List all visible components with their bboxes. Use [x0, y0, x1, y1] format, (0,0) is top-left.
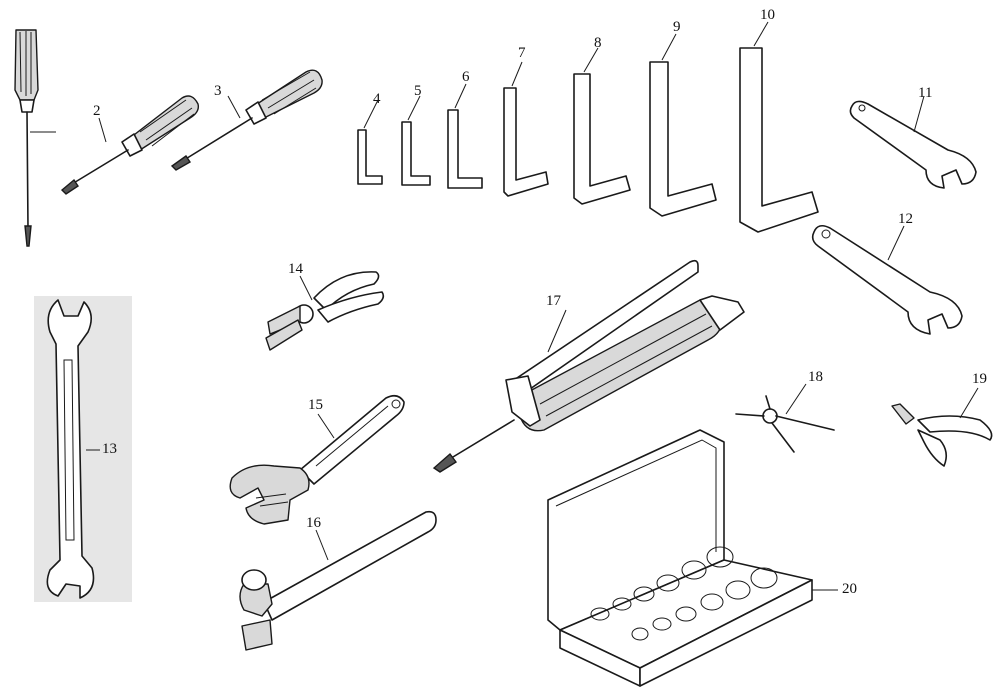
callout-8: 8 [594, 35, 602, 51]
callout-13: 13 [102, 441, 117, 457]
hex-key-8 [573, 47, 631, 205]
hex-key-10 [739, 21, 819, 233]
ball-peen-hammer-16 [239, 510, 437, 651]
callout-2: 2 [93, 103, 101, 119]
grease-gun-17 [432, 259, 745, 473]
callout-11: 11 [918, 85, 933, 101]
tool-case-20 [547, 429, 838, 687]
callout-18: 18 [808, 369, 823, 385]
hex-key-4 [357, 99, 383, 185]
open-end-wrench-12 [811, 224, 963, 335]
phillips-screwdriver [14, 29, 56, 247]
callout-3: 3 [214, 83, 222, 99]
hex-key-9 [649, 33, 717, 217]
callout-20: 20 [842, 581, 857, 597]
callout-15: 15 [308, 397, 323, 413]
callout-4: 4 [373, 91, 381, 107]
callout-14: 14 [288, 261, 303, 277]
hex-key-5 [401, 95, 431, 186]
callout-9: 9 [673, 19, 681, 35]
snap-ring-pliers-19 [891, 387, 993, 467]
callout-17: 17 [546, 293, 561, 309]
callout-10: 10 [760, 7, 775, 23]
hex-key-6 [447, 83, 483, 189]
callout-6: 6 [462, 69, 470, 85]
cross-tool-18 [735, 383, 835, 453]
pliers-14 [265, 271, 385, 351]
hex-key-7 [503, 61, 549, 197]
flat-screwdriver-3 [170, 69, 323, 171]
callout-12: 12 [898, 211, 913, 227]
flat-screwdriver-2 [60, 95, 200, 195]
callout-5: 5 [414, 83, 422, 99]
callout-7: 7 [518, 45, 526, 61]
callout-19: 19 [972, 371, 987, 387]
callout-16: 16 [306, 515, 321, 531]
double-wrench-13 [34, 296, 132, 602]
open-end-wrench-11 [849, 95, 977, 189]
adjustable-wrench-15 [229, 394, 405, 525]
